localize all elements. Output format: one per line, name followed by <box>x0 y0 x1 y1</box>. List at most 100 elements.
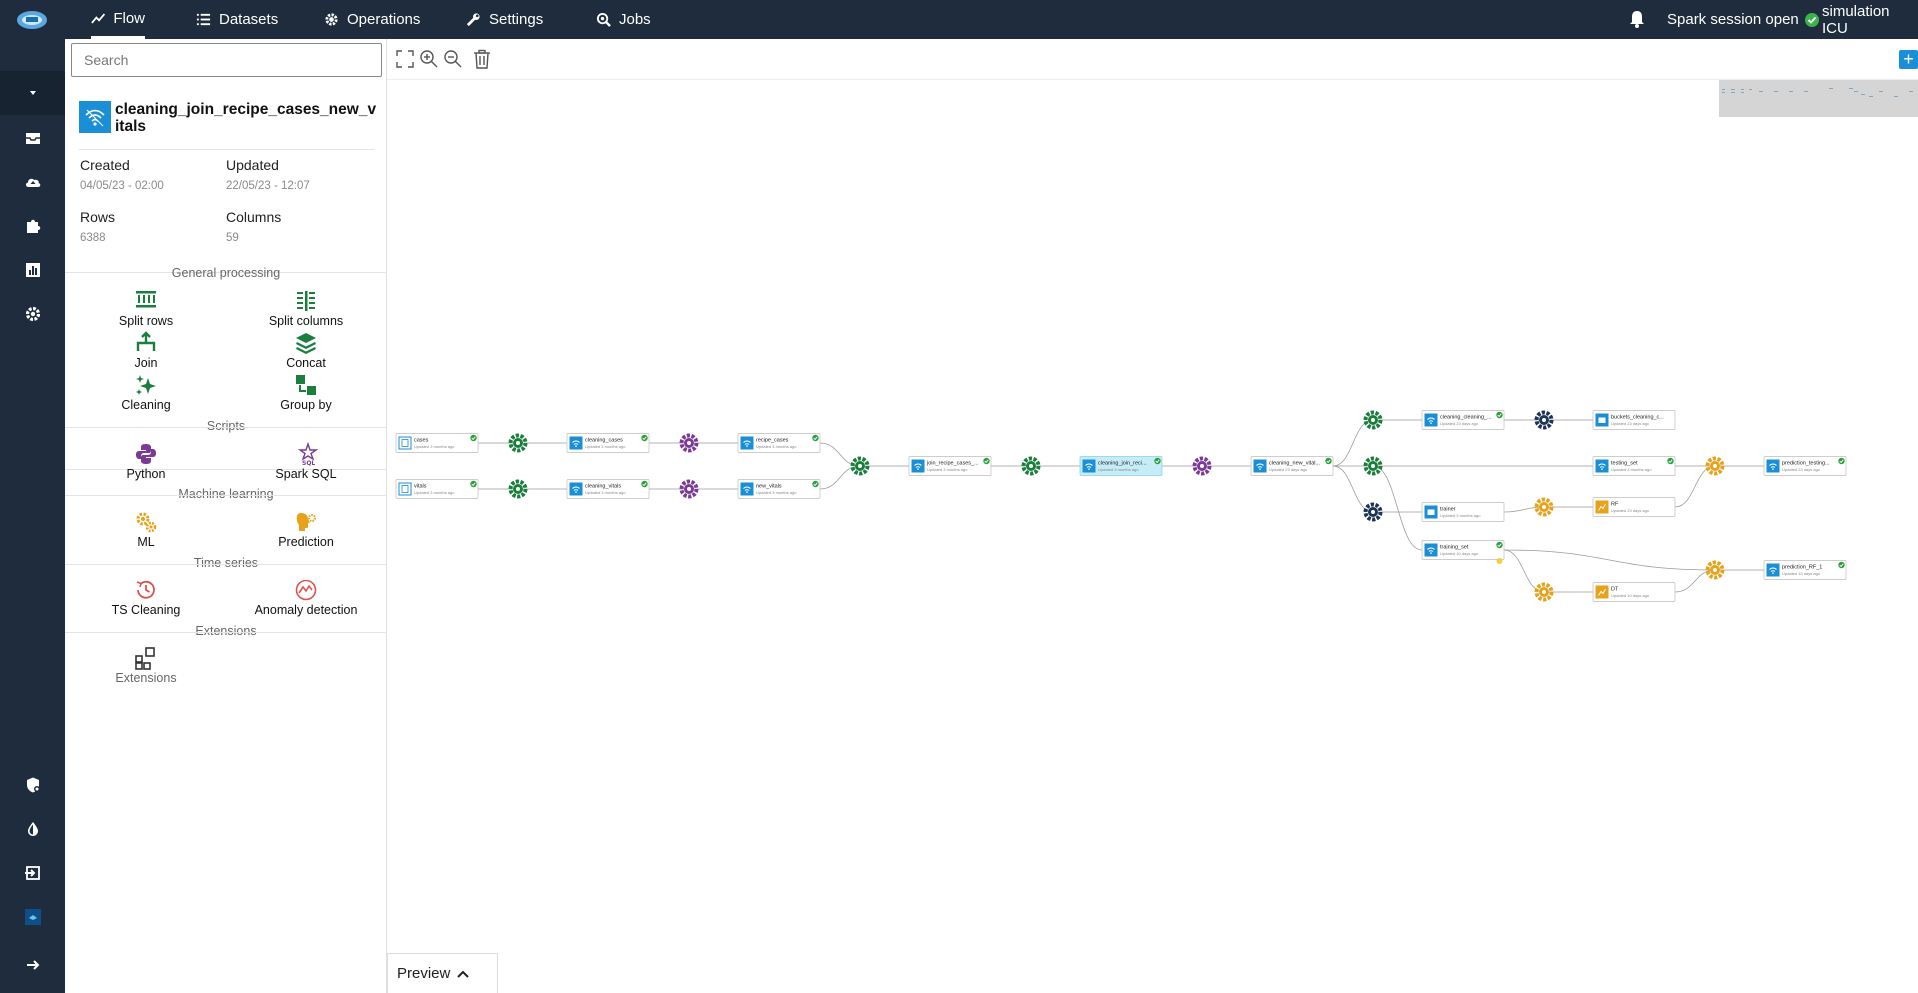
op-split-rows[interactable]: Split rows <box>76 289 216 328</box>
dataset-node[interactable]: cleaning_join_reci...Updated 3 months ag… <box>1079 456 1163 476</box>
op-join[interactable]: Join <box>76 331 216 370</box>
tab-operations[interactable]: Operations <box>324 0 420 39</box>
rail-upload-button[interactable] <box>0 160 65 204</box>
divider <box>65 632 387 633</box>
cleaning-op-node[interactable] <box>508 479 528 499</box>
dataset-node-label: recipe_cases <box>756 438 789 444</box>
zoom-in-icon[interactable] <box>419 49 439 69</box>
prediction-op-node[interactable] <box>1705 560 1725 580</box>
flow-edge <box>819 442 861 467</box>
rail-extensions-button[interactable] <box>0 204 65 248</box>
cleaning-op-node[interactable] <box>508 433 528 453</box>
dataset-node-label: cleaning_cases <box>585 438 623 444</box>
dataset-node-label: training_set <box>1440 545 1469 551</box>
op-extensions[interactable]: Extensions <box>76 646 216 685</box>
dataset-node-label: buckets_cleaning_c... <box>1611 415 1664 421</box>
op-prediction[interactable]: Prediction <box>236 510 376 549</box>
dataset-node[interactable]: prediction_testing...Updated 23 days ago <box>1763 456 1847 476</box>
caret-down-icon <box>29 91 36 95</box>
op-ts-cleaning[interactable]: TS Cleaning <box>76 578 216 617</box>
dataset-node-updated: Updated 23 days ago <box>1611 421 1650 426</box>
rail-settings-button[interactable] <box>0 292 65 336</box>
rail-inbox-button[interactable] <box>0 116 65 160</box>
add-node-button[interactable]: + <box>1899 50 1918 69</box>
rail-org-button[interactable] <box>0 895 65 939</box>
spark-op-node[interactable] <box>1363 502 1383 522</box>
op-ml[interactable]: ML <box>76 510 216 549</box>
tab-flow[interactable]: Flow <box>91 0 145 39</box>
op-cleaning[interactable]: Cleaning <box>76 373 216 412</box>
wrench-icon <box>466 13 480 27</box>
dataset-node[interactable]: buckets_cleaning_c...Updated 23 days ago <box>1592 410 1676 430</box>
dataset-node[interactable]: cleaning_new_vital...Updated 23 days ago <box>1250 456 1334 476</box>
split-op-node[interactable] <box>1363 456 1383 476</box>
spark-op-node[interactable] <box>1534 410 1554 430</box>
wifi-dataset-icon <box>1424 413 1438 427</box>
created-value: 04/05/23 - 02:00 <box>80 180 164 192</box>
fit-screen-icon[interactable] <box>395 49 415 69</box>
tab-settings[interactable]: Settings <box>466 0 543 39</box>
op-label: Spark SQL <box>275 467 337 481</box>
ml-op-node[interactable] <box>1534 582 1554 602</box>
dataset-node[interactable]: cleaning_cleaning_...Updated 23 days ago <box>1421 410 1505 430</box>
op-python[interactable]: Python <box>76 442 216 481</box>
expand-rail-button[interactable] <box>0 943 65 987</box>
ml-op-node[interactable] <box>1534 497 1554 517</box>
cleaning-op-node[interactable] <box>1363 410 1383 430</box>
zoom-out-icon[interactable] <box>443 49 463 69</box>
layers-icon <box>296 333 316 354</box>
join-op-node[interactable] <box>850 456 870 476</box>
rail-dashboard-button[interactable] <box>0 248 65 292</box>
op-spark-sql[interactable]: SQL Spark SQL <box>236 442 376 481</box>
wifi-dataset-icon <box>1766 459 1780 473</box>
project-name[interactable]: simulation ICU <box>1822 0 1918 39</box>
op-concat[interactable]: Concat <box>236 331 376 370</box>
search-input[interactable] <box>71 43 382 77</box>
status-check-icon <box>641 434 648 442</box>
rail-theme-button[interactable] <box>0 807 65 851</box>
cleaning-op-node[interactable] <box>1021 456 1041 476</box>
dataset-node[interactable]: join_recipe_cases_...Updated 3 months ag… <box>908 456 992 476</box>
op-group-by[interactable]: Group by <box>236 373 376 412</box>
bell-icon[interactable] <box>1627 9 1647 29</box>
dataset-title: cleaning_join_recipe_cases_new_vitals <box>115 101 377 135</box>
op-label: Concat <box>286 356 326 370</box>
python-op-node[interactable] <box>1192 456 1212 476</box>
op-anomaly-detection[interactable]: Anomaly detection <box>236 578 376 617</box>
python-op-node[interactable] <box>679 433 699 453</box>
spark-session-status[interactable]: Spark session open <box>1667 0 1819 39</box>
minimap[interactable] <box>1719 80 1918 117</box>
python-op-node[interactable] <box>679 479 699 499</box>
dataset-node-updated: Updated 10 days ago <box>1611 593 1650 598</box>
preview-toggle[interactable]: Preview <box>387 953 498 993</box>
op-split-columns[interactable]: Split columns <box>236 289 376 328</box>
collapse-panel-button[interactable] <box>0 71 65 115</box>
app-logo-icon[interactable] <box>14 8 50 32</box>
dataset-wifi-icon <box>79 101 111 133</box>
prediction-op-node[interactable] <box>1705 456 1725 476</box>
rail-security-button[interactable] <box>0 763 65 807</box>
minimap-preview <box>1722 88 1913 97</box>
op-label: Group by <box>280 398 332 412</box>
rail-logout-button[interactable] <box>0 851 65 895</box>
dataset-node-label: DT <box>1611 587 1619 593</box>
trash-icon[interactable] <box>472 49 492 69</box>
wifi-dataset-icon <box>569 436 583 450</box>
tab-datasets[interactable]: Datasets <box>196 0 278 39</box>
tab-jobs[interactable]: Jobs <box>596 0 651 39</box>
op-label: Join <box>134 356 158 370</box>
